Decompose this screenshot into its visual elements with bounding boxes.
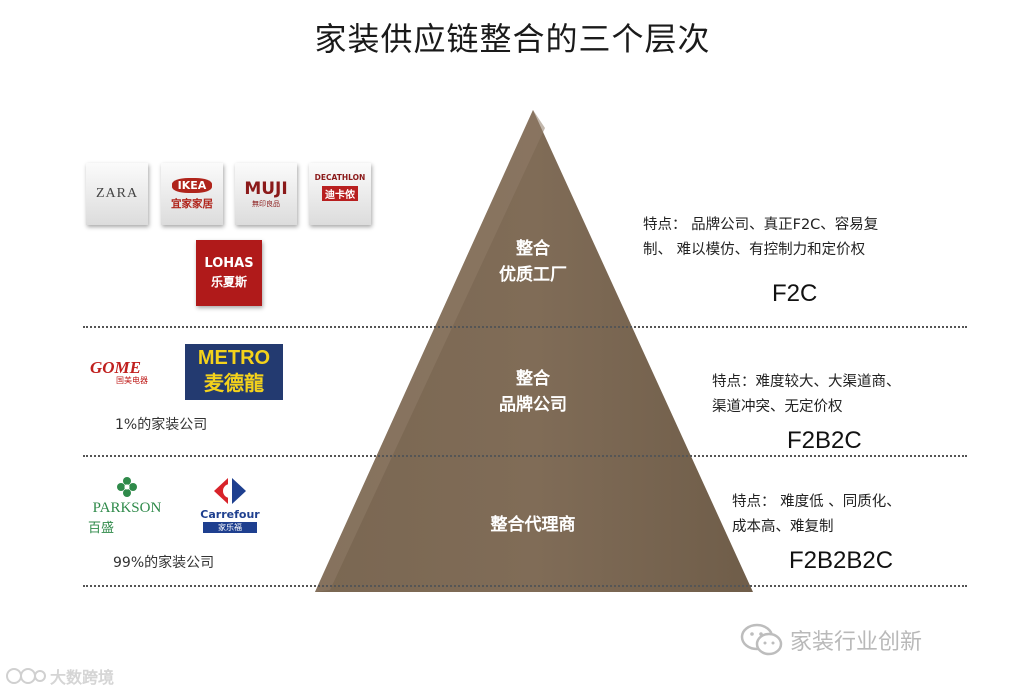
tier-1-features: 特点： 品牌公司、真正F2C、容易复 制、 难以模仿、有控制力和定价权 [643, 213, 973, 263]
wechat-watermark: 家装行业创新 [740, 622, 922, 658]
lohas-logo-text: LOHAS [204, 256, 254, 271]
carrefour-icon [214, 478, 246, 504]
tier-3-feature-line1: 特点： 难度低 、同质化、 [732, 494, 901, 510]
tier-3-note: 99%的家装公司 [113, 555, 215, 571]
tier-1-feature-line2: 制、 难以模仿、有控制力和定价权 [643, 242, 866, 258]
carrefour-logo: Carrefour 家乐福 [195, 476, 265, 538]
decathlon-logo-sub: 迪卡侬 [322, 186, 358, 201]
tier-divider-3 [83, 585, 967, 587]
pyramid-body [315, 110, 753, 592]
tier-divider-1 [83, 326, 967, 328]
wechat-icon [740, 623, 783, 656]
tier-1-label: 整合 优质工厂 [473, 236, 593, 288]
tier-2-note: 1%的家装公司 [115, 417, 208, 433]
muji-logo: MUJI 無印良品 [235, 163, 297, 225]
carrefour-logo-text: Carrefour [200, 508, 260, 521]
decathlon-logo-text: DECATHLON [314, 173, 366, 182]
pyramid-highlight [315, 110, 545, 592]
ikea-logo-sub: 宜家家居 [171, 197, 213, 210]
metro-logo: METRO 麦德龍 [185, 344, 283, 400]
tier-2-code: F2B2C [787, 427, 862, 454]
corner-watermark-icon [6, 668, 46, 684]
tier-2-label-line1: 整合 [516, 369, 550, 389]
metro-logo-sub: 麦德龍 [204, 371, 264, 395]
corner-watermark-text: 大数跨境 [50, 668, 115, 687]
tier-3-label-line1: 整合代理商 [490, 515, 576, 535]
ikea-logo-text: IKEA [171, 177, 213, 193]
wechat-account-name: 家装行业创新 [790, 630, 923, 655]
zara-logo: ZARA [86, 163, 148, 225]
tier-3-features: 特点： 难度低 、同质化、 成本高、难复制 [732, 490, 972, 540]
tier-3-feature-line2: 成本高、难复制 [732, 519, 834, 535]
parkson-logo-sub: 百盛 [88, 521, 115, 536]
carrefour-logo-sub: 家乐福 [203, 522, 257, 533]
ikea-logo: IKEA 宜家家居 [161, 163, 223, 225]
metro-logo-text: METRO [197, 347, 271, 369]
lohas-logo-sub: 乐夏斯 [210, 275, 247, 289]
muji-logo-text: MUJI [244, 179, 288, 199]
muji-logo-sub: 無印良品 [252, 200, 280, 208]
tier-2-label: 整合 品牌公司 [473, 366, 593, 418]
zara-logo-text: ZARA [95, 186, 139, 201]
lohas-logo: LOHAS 乐夏斯 [196, 240, 262, 306]
tier-2-label-line2: 品牌公司 [499, 395, 567, 415]
parkson-flower-icon [117, 477, 137, 497]
tier-1-code: F2C [772, 280, 818, 307]
parkson-logo-text: PARKSON [92, 500, 162, 516]
tier-1-label-line2: 优质工厂 [499, 265, 567, 285]
corner-watermark: 大数跨境 [6, 664, 114, 688]
gome-logo-sub: 国美电器 [116, 376, 148, 385]
tier-3-code: F2B2B2C [789, 547, 894, 574]
tier-1-feature-line1: 特点： 品牌公司、真正F2C、容易复 [643, 217, 879, 233]
tier-divider-2 [83, 455, 967, 457]
gome-logo-text: GOME [90, 358, 142, 377]
decathlon-logo: DECATHLON 迪卡侬 [309, 163, 371, 225]
page-title: 家装供应链整合的三个层次 [314, 20, 711, 58]
tier-2-feature-line2: 渠道冲突、无定价权 [712, 399, 843, 415]
gome-logo: GOME 国美电器 [90, 358, 170, 390]
tier-2-feature-line1: 特点：难度较大、大渠道商、 [712, 374, 901, 390]
tier-3-label: 整合代理商 [463, 512, 603, 538]
tier-1-label-line1: 整合 [516, 239, 550, 259]
tier-2-features: 特点：难度较大、大渠道商、 渠道冲突、无定价权 [712, 370, 972, 420]
parkson-logo: PARKSON 百盛 [82, 476, 172, 538]
